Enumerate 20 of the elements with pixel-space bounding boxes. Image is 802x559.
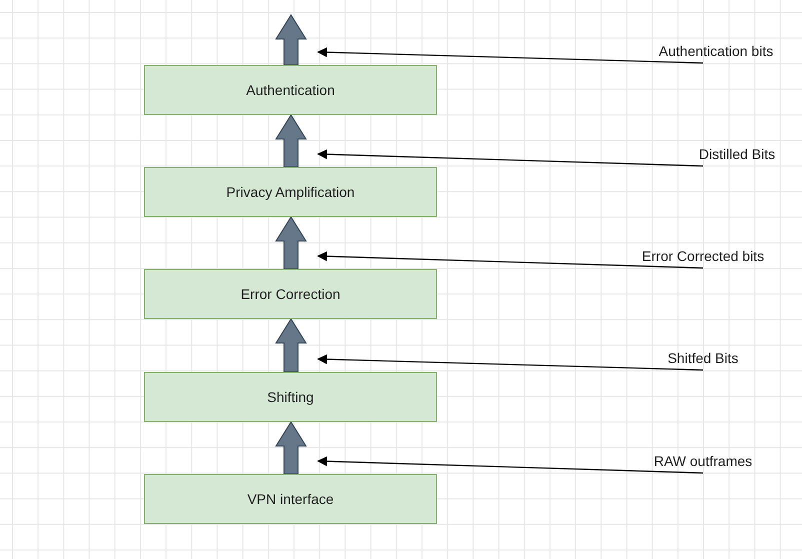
process-box: Privacy Amplification [144, 167, 437, 217]
bit-label: Shitfed Bits [668, 349, 738, 370]
block-arrow [275, 114, 307, 168]
arrow [317, 456, 704, 474]
arrow [317, 251, 704, 269]
bit-label: Error Corrected bits [642, 247, 764, 268]
block-arrow [275, 216, 307, 270]
process-box: VPN interface [144, 474, 437, 524]
process-box: Error Correction [144, 269, 437, 319]
bit-label: RAW outframes [654, 452, 752, 473]
block-arrow [275, 14, 307, 66]
bit-label: Authentication bits [658, 42, 774, 63]
block-arrow [275, 421, 307, 474]
process-box: Authentication [144, 65, 437, 115]
block-arrow [275, 318, 307, 372]
bit-label: Distilled Bits [698, 145, 776, 166]
process-box: Shifting [144, 372, 437, 422]
arrow [317, 354, 704, 371]
arrow [317, 47, 704, 64]
arrow [317, 149, 704, 167]
